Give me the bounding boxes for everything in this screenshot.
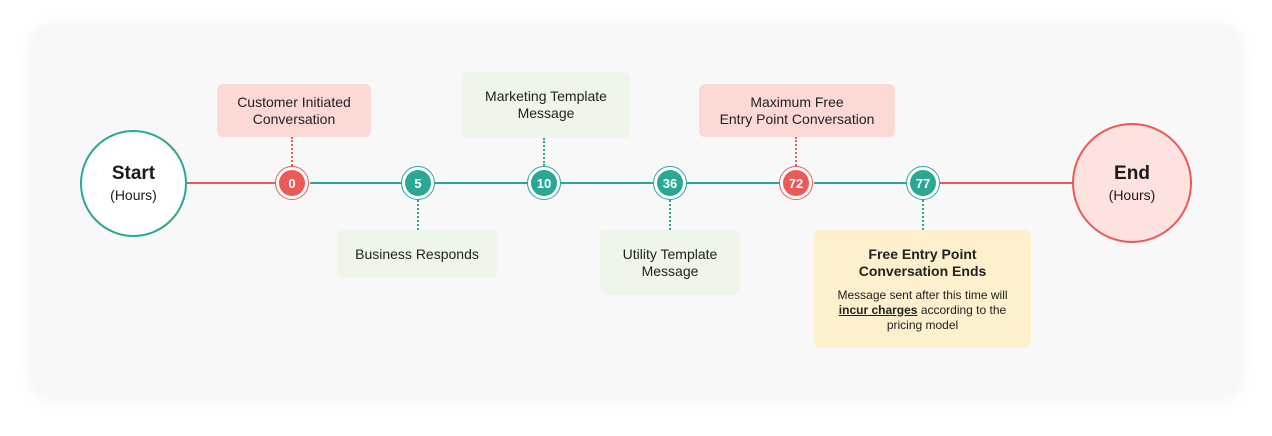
- timeline-node-77: 77: [906, 166, 940, 200]
- timeline-line-end: [940, 182, 1074, 184]
- event-business-responds: Business Responds: [337, 230, 497, 278]
- node-label: 5: [405, 170, 431, 196]
- start-title: Start: [111, 163, 156, 184]
- end-circle: End (Hours): [1072, 123, 1192, 243]
- desc-after: according to the pricing model: [886, 302, 1007, 332]
- end-title: End: [1114, 162, 1150, 184]
- event-marketing-template: Marketing Template Message: [462, 72, 630, 138]
- event-label: Customer Initiated Conversation: [237, 93, 351, 127]
- incur-charges-emphasis: incur charges: [838, 302, 918, 317]
- timeline-node-10: 10: [527, 166, 561, 200]
- connector-10: [543, 138, 545, 166]
- timeline-node-72: 72: [779, 166, 813, 200]
- end-subtitle: (Hours): [1108, 186, 1156, 203]
- event-customer-initiated: Customer Initiated Conversation: [217, 84, 371, 137]
- node-label: 10: [531, 170, 557, 196]
- event-label: Utility Template Message: [622, 245, 718, 279]
- event-label: Business Responds: [355, 245, 479, 262]
- node-label: 0: [279, 170, 305, 196]
- connector-77: [922, 200, 924, 230]
- node-label: 72: [783, 170, 809, 196]
- timeline-line-start: [187, 182, 276, 184]
- connector-72: [795, 137, 797, 166]
- desc-before: Message sent after this time will: [837, 287, 1008, 302]
- connector-36: [669, 200, 671, 230]
- start-circle: Start (Hours): [80, 130, 187, 237]
- event-label: Marketing Template Message: [485, 88, 607, 121]
- connector-0: [291, 137, 293, 166]
- timeline-line-middle-2: [814, 182, 906, 184]
- timeline-node-5: 5: [401, 166, 435, 200]
- timeline-node-0: 0: [275, 166, 309, 200]
- start-subtitle: (Hours): [110, 187, 157, 203]
- event-utility-template: Utility Template Message: [600, 230, 740, 295]
- node-label: 36: [657, 170, 683, 196]
- event-title: Free Entry Point Conversation Ends: [858, 245, 987, 279]
- timeline-node-36: 36: [653, 166, 687, 200]
- timeline-card: [32, 23, 1240, 395]
- event-free-entry-ends: Free Entry Point Conversation Ends Messa…: [814, 230, 1031, 348]
- event-label: Maximum Free Entry Point Conversation: [719, 93, 875, 127]
- connector-5: [417, 200, 419, 230]
- event-max-free-entry: Maximum Free Entry Point Conversation: [699, 84, 895, 137]
- node-label: 77: [910, 170, 936, 196]
